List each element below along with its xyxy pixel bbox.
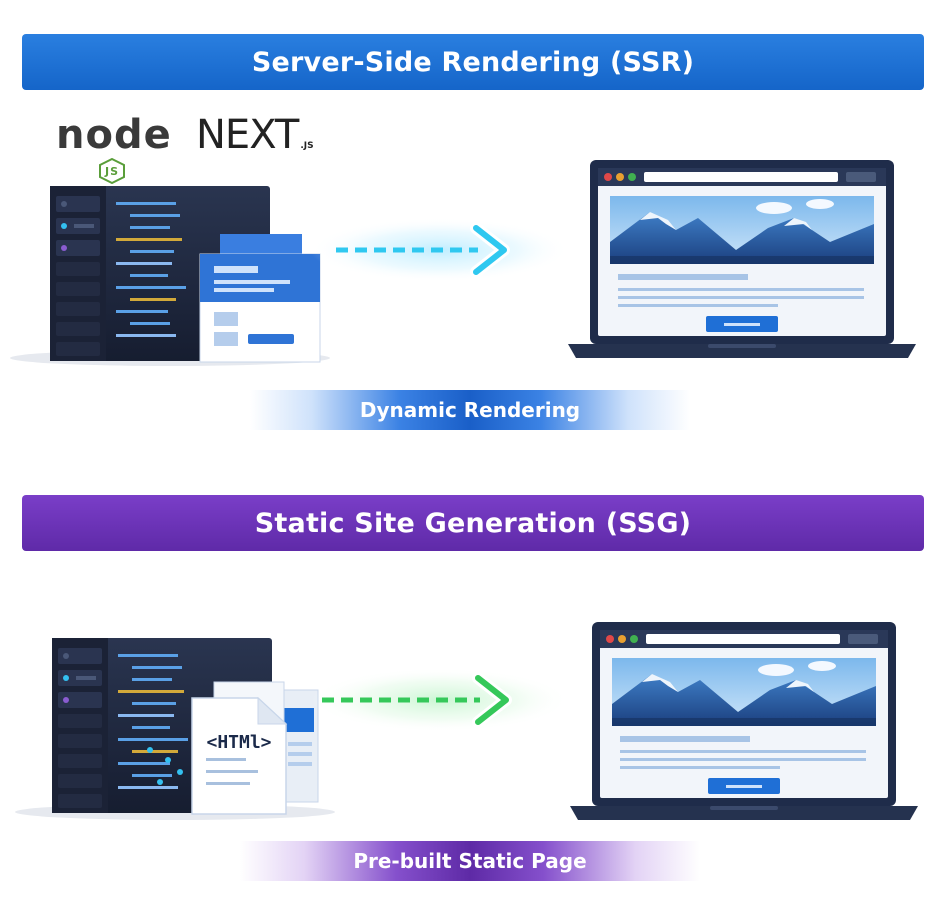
ssg-arrow-right-icon: [322, 672, 512, 728]
ssg-html-document-icon: [191, 681, 319, 815]
ssr-arrow-right-icon: [336, 222, 510, 278]
ssr-badge-label: Dynamic Rendering: [359, 398, 581, 422]
nextjs-logo: NEXT.JS: [196, 112, 314, 158]
ssg-badge-label: Pre-built Static Page: [353, 849, 587, 873]
ssg-badge: Pre-built Static Page: [240, 841, 700, 881]
ssg-banner: Static Site Generation (SSG): [22, 495, 924, 551]
ssr-web-page-document-icon: [199, 234, 321, 363]
ssg-html-tag-label: <HTMl>: [206, 732, 271, 753]
nodejs-logo-text: node: [56, 112, 172, 158]
ssg-node-dots: [147, 747, 183, 785]
nodejs-logo: node JS: [56, 112, 172, 184]
ssg-title: Static Site Generation (SSG): [254, 507, 692, 539]
ssg-laptop-icon: [570, 622, 918, 820]
nextjs-logo-text: NEXT: [196, 112, 299, 158]
ssr-laptop-icon: [568, 160, 916, 358]
ssr-badge: Dynamic Rendering: [250, 390, 690, 430]
ssr-title: Server-Side Rendering (SSR): [251, 46, 695, 78]
ssr-banner: Server-Side Rendering (SSR): [22, 34, 924, 90]
nodejs-js-hex-icon: JS: [98, 158, 126, 184]
nextjs-js-label: .JS: [300, 141, 314, 151]
nodejs-js-label: JS: [104, 164, 119, 178]
